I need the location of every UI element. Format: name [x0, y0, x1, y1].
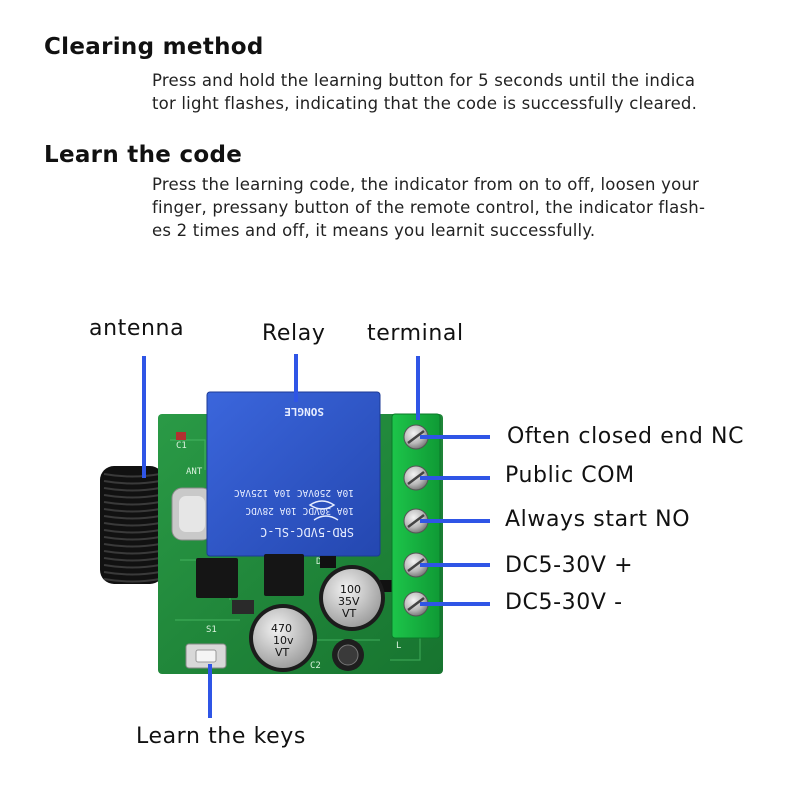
- label-relay: Relay: [262, 321, 326, 346]
- coil-ring: [103, 550, 161, 555]
- relay-logo: [308, 500, 339, 521]
- relay-rating-1: 10A 30VDC 10A 28VDC: [245, 505, 354, 516]
- terminal-block: [391, 413, 441, 639]
- coil-ring: [103, 557, 161, 562]
- learn-code-text: Press the learning code, the indicator f…: [152, 173, 762, 242]
- svg-text:C1: C1: [176, 441, 187, 451]
- relay-model-text: SRD-5VDC-SL-C: [260, 525, 354, 539]
- crystal-oscillator: [171, 487, 213, 541]
- svg-text:35V: 35V: [338, 595, 360, 608]
- ic-chip-1: [196, 558, 238, 598]
- relay-component: SRD-5VDC-SL-C 10A 30VDC 10A 28VDC 10A 25…: [206, 391, 381, 557]
- terminal-screw-3: [403, 508, 429, 534]
- diode: [320, 556, 336, 568]
- coil-ring: [103, 480, 161, 485]
- terminal-screw-5: [403, 591, 429, 617]
- learn-line-3: es 2 times and off, it means you learnit…: [152, 221, 596, 240]
- indicator-led: [176, 432, 186, 440]
- label-nc: Often closed end NC: [507, 424, 745, 449]
- coil-ring: [103, 522, 161, 527]
- learn-line-2: finger, pressany button of the remote co…: [152, 198, 706, 217]
- learn-line-1: Press the learning code, the indicator f…: [152, 175, 700, 194]
- coil-ring: [103, 564, 161, 569]
- antenna-coil: [100, 466, 164, 584]
- clearing-line-2: tor light flashes, indicating that the c…: [152, 94, 698, 113]
- learn-button: [185, 643, 227, 669]
- coil-ring: [103, 473, 161, 478]
- label-dc-minus: DC5-30V -: [505, 590, 623, 615]
- clearing-method-heading: Clearing method: [44, 34, 264, 60]
- svg-text:10v: 10v: [273, 634, 294, 647]
- ic-chip-2: [264, 554, 304, 596]
- svg-text:S1: S1: [206, 625, 217, 635]
- clearing-method-text: Press and hold the learning button for 5…: [152, 69, 762, 115]
- capacitor-100uf: 100 35V VT: [319, 565, 385, 631]
- label-no: Always start NO: [505, 507, 691, 532]
- svg-text:ANT: ANT: [186, 467, 203, 477]
- learn-code-heading: Learn the code: [44, 142, 243, 168]
- coil-ring: [103, 543, 161, 548]
- label-antenna: antenna: [89, 316, 185, 341]
- label-dc-plus: DC5-30V +: [505, 553, 634, 578]
- label-learn-keys: Learn the keys: [136, 724, 306, 749]
- svg-text:VT: VT: [275, 646, 290, 659]
- svg-text:100: 100: [340, 583, 361, 596]
- capacitor-470uf: 470 10v VT: [249, 604, 317, 672]
- relay-rating-2: 10A 250VAC 10A 125VAC: [234, 487, 354, 498]
- terminal-screw-4: [403, 552, 429, 578]
- pointer-lines: [142, 354, 490, 718]
- coil-ring: [103, 501, 161, 506]
- relay-brand-text: SONGLE: [284, 405, 324, 418]
- svg-text:C2: C2: [310, 661, 321, 671]
- label-terminal: terminal: [367, 321, 464, 346]
- svg-text:VT: VT: [342, 607, 357, 620]
- coil-ring: [103, 515, 161, 520]
- label-com: Public COM: [505, 463, 635, 488]
- svg-text:470: 470: [271, 622, 292, 635]
- transistor: [232, 600, 254, 614]
- clearing-line-1: Press and hold the learning button for 5…: [152, 71, 696, 90]
- coil-ring: [103, 578, 161, 583]
- coil-ring: [103, 508, 161, 513]
- coil-ring: [103, 529, 161, 534]
- coil-ring: [103, 571, 161, 576]
- coil-ring: [103, 536, 161, 541]
- terminal-screw-2: [403, 465, 429, 491]
- coil-ring: [103, 487, 161, 492]
- inductor: [332, 639, 364, 671]
- terminal-screw-1: [403, 424, 429, 450]
- coil-ring: [103, 494, 161, 499]
- svg-text:L: L: [396, 641, 401, 651]
